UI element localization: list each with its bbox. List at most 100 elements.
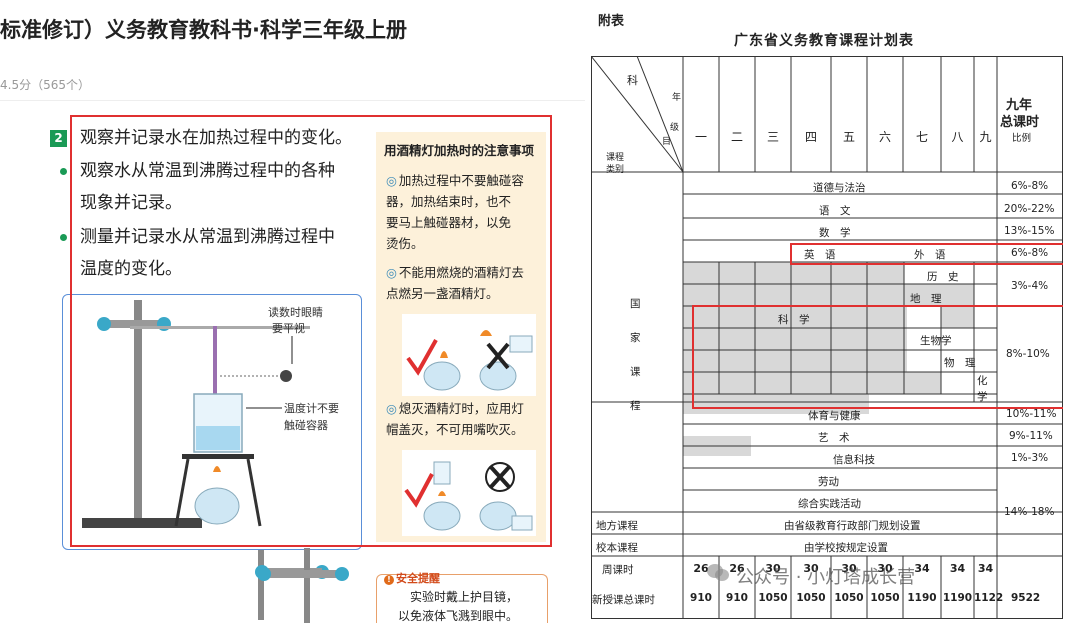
- row-waiyu: 外 语: [914, 249, 946, 261]
- row-xiaoben-label: 校本课程: [596, 542, 638, 554]
- lesson-step-2b: 现象并记录。: [80, 193, 182, 213]
- note-item-1: ◎加热过程中不要触碰容 器，加热结束时，也不 要马上触碰器材，以免 烫伤。: [386, 173, 524, 251]
- row-difang-label: 地方课程: [596, 520, 638, 532]
- corner-mu: 目: [662, 137, 672, 147]
- note-item-3: ◎熄灭酒精灯时，应用灯 帽盖灭，不可用嘴吹灭。: [386, 401, 524, 437]
- row-yishu: 艺 术: [818, 432, 850, 444]
- curriculum-plan-panel: 附表 广东省义务教育课程计划表: [586, 0, 1080, 623]
- watermark: 公众号 · 小灯塔成长营: [736, 567, 916, 588]
- grade-header-6: 六: [878, 130, 891, 144]
- safety-box: [376, 574, 548, 623]
- lamp-lighting-illustration: [402, 314, 536, 396]
- grade-header-4: 四: [804, 130, 817, 144]
- ratio-yuwen: 20%-22%: [1004, 203, 1055, 215]
- lamp-extinguish-illustration: [402, 450, 536, 536]
- corner-category2: 类别: [606, 165, 625, 175]
- note-bullet-icon: ◎: [386, 173, 397, 188]
- ratio-kexue-group: 8%-10%: [1006, 348, 1050, 360]
- grade-header-7: 七: [915, 130, 928, 144]
- book-rating: 4.5分（565个）: [0, 78, 90, 92]
- ratio-laodong-group: 14%-18%: [1004, 506, 1055, 518]
- national-label-4: 程: [630, 400, 641, 412]
- row-xiaoben: 由学校按规定设置: [804, 542, 888, 554]
- note-bullet-icon: ◎: [386, 265, 397, 280]
- safety-title: !安全提醒: [384, 570, 440, 586]
- national-label-2: 家: [630, 332, 641, 344]
- lesson-step-3b: 温度的变化。: [80, 259, 182, 279]
- total-hours-8: 1190: [942, 592, 973, 604]
- total-hours-4: 1050: [796, 592, 826, 604]
- grade-header-8: 八: [951, 130, 964, 144]
- grade-header-5: 五: [842, 130, 855, 144]
- ratio-daode: 6%-8%: [1011, 180, 1049, 192]
- highlight-box-lesson: [70, 115, 552, 547]
- corner-year1: 年: [672, 93, 682, 103]
- book-title: 标准修订）义务教育教科书·科学三年级上册: [0, 18, 407, 42]
- row-shuxue: 数 学: [819, 227, 851, 239]
- total-hours-2: 910: [726, 592, 748, 604]
- ratio-waiyu: 6%-8%: [1011, 247, 1049, 259]
- lamp-lighting-drawing: [406, 330, 533, 391]
- ratio-shuxue: 13%-15%: [1004, 225, 1055, 237]
- grand-total: 9522: [1011, 592, 1041, 604]
- alcohol-lamp-notes: 用酒精灯加热时的注意事项 ◎加热过程中不要触碰容 器，加热结束时，也不 要马上触…: [376, 132, 546, 542]
- weekly-hours-2: 26: [729, 562, 745, 575]
- total-hours-9: 1122: [974, 592, 1004, 604]
- grade-header-1: 一: [694, 130, 707, 144]
- lamp-extinguish-drawing: [404, 461, 533, 531]
- row-difang: 由省级教育行政部门规划设置: [784, 520, 921, 532]
- ratio-tiyu: 10%-11%: [1006, 408, 1057, 420]
- weekly-hours-3: 30: [765, 562, 781, 575]
- row-laodong: 劳动: [818, 476, 839, 488]
- row-zonghe: 综合实践活动: [798, 498, 861, 510]
- row-wuli: 物 理: [944, 357, 976, 369]
- note-bullet-icon: ◎: [386, 401, 397, 416]
- ratio-xinxi: 1%-3%: [1011, 452, 1049, 464]
- total-header-2: 总课时: [1000, 115, 1040, 130]
- bullet-dot: [60, 168, 67, 175]
- weekly-hours-7: 34: [914, 562, 930, 575]
- row-kexue: 科 学: [778, 314, 810, 326]
- ratio-header: 比例: [1012, 133, 1032, 144]
- step-number-badge: 2: [50, 130, 67, 147]
- wechat-icon: [707, 564, 729, 581]
- weekly-hours-6: 30: [877, 562, 893, 575]
- warning-icon: !: [384, 575, 394, 585]
- national-label-1: 国: [630, 298, 641, 310]
- notes-title: 用酒精灯加热时的注意事项: [384, 143, 535, 158]
- total-hours-5: 1050: [834, 592, 864, 604]
- second-stand-illustration: [257, 548, 349, 623]
- safety-text: 实验时戴上护目镜， 以免液体飞溅到眼中。: [398, 590, 519, 623]
- weekly-hours-5: 30: [841, 562, 857, 575]
- caption-thermo-line1: 温度计不要: [284, 402, 339, 415]
- weekly-hours-1: 26: [693, 562, 709, 575]
- total-header-1: 九年: [1006, 98, 1033, 113]
- caption-thermo-line2: 触碰容器: [284, 419, 328, 432]
- lesson-step-1: 观察并记录水在加热过程中的变化。: [80, 128, 352, 148]
- corner-subject: 科: [627, 74, 638, 87]
- lesson-step-2a: 观察水从常温到沸腾过程中的各种: [80, 161, 335, 181]
- grade-header-3: 三: [766, 130, 779, 144]
- corner-year2: 级: [670, 123, 680, 133]
- bullet-dot: [60, 234, 67, 241]
- apparatus-frame: [62, 294, 362, 550]
- weekly-hours-4: 30: [803, 562, 819, 575]
- grade-header-9: 九: [979, 130, 992, 144]
- row-lishi: 历 史: [927, 271, 959, 283]
- row-xinshou-label: 新授课总课时: [592, 594, 655, 606]
- row-yingyu: 英 语: [804, 249, 836, 261]
- row-huaxue-1: 化: [977, 375, 988, 387]
- grade-header-2: 二: [730, 130, 743, 144]
- table-title: 广东省义务教育课程计划表: [734, 33, 914, 49]
- row-tiyu: 体育与健康: [808, 410, 861, 422]
- total-hours-7: 1190: [907, 592, 937, 604]
- note-item-2: ◎不能用燃烧的酒精灯去 点燃另一盏酒精灯。: [386, 265, 524, 301]
- corner-category1: 课程: [606, 153, 625, 163]
- row-shengwu: 生物学: [920, 335, 952, 347]
- row-zhou-label: 周课时: [602, 564, 634, 576]
- ratio-yishu: 9%-11%: [1009, 430, 1053, 442]
- row-dili: 地 理: [910, 293, 942, 305]
- weekly-hours-8: 34: [949, 562, 966, 575]
- caption-eye-line2: 要平视: [272, 322, 305, 335]
- total-hours-3: 1050: [758, 592, 788, 604]
